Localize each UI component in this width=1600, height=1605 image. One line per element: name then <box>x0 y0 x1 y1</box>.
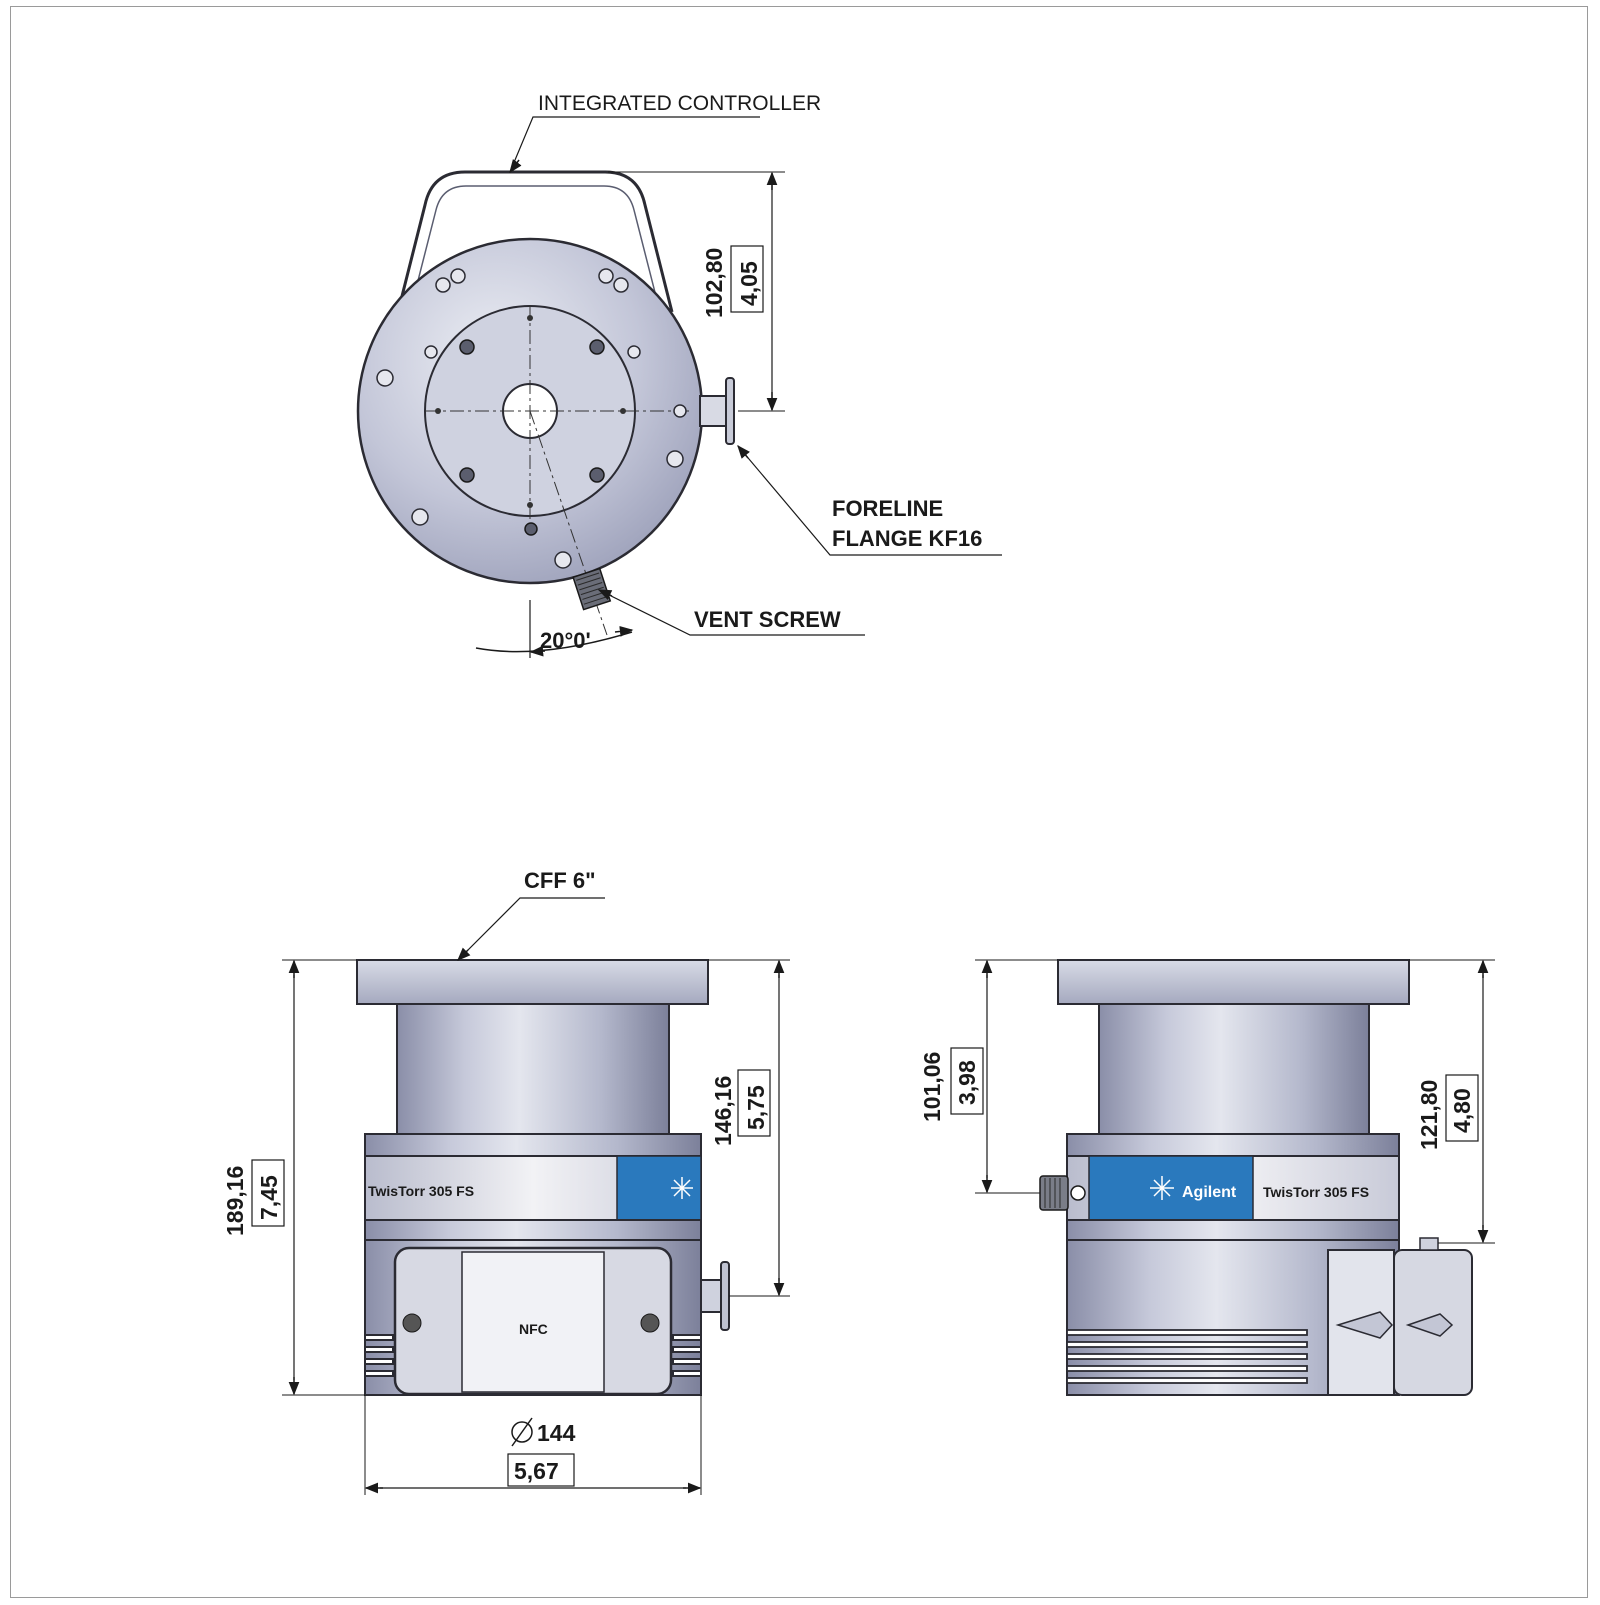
front-total-in: 7,45 <box>256 1175 282 1220</box>
agilent-spark-icon <box>671 1177 693 1199</box>
vent-screw-label: VENT SCREW <box>694 607 841 632</box>
top-view <box>356 116 1002 658</box>
cooling-fins-right <box>672 1334 702 1377</box>
cff-flange <box>356 959 709 1005</box>
angle-label: 20°0' <box>540 628 591 653</box>
brand-name: Agilent <box>1182 1184 1237 1201</box>
side-view <box>950 959 1495 1396</box>
sheet-border <box>10 6 1588 1598</box>
integrated-controller-label: INTEGRATED CONTROLLER <box>538 92 821 115</box>
side-right-in: 4,80 <box>1449 1088 1475 1133</box>
front-flange-mm: 146,16 <box>710 1076 736 1146</box>
front-view <box>251 897 790 1495</box>
front-model-text: TwisTorr 305 FS <box>368 1183 474 1199</box>
agilent-logo-icon <box>1150 1176 1174 1200</box>
foreline-flange <box>725 377 735 445</box>
front-total-mm: 189,16 <box>222 1166 248 1236</box>
controller-handle <box>396 170 674 313</box>
cooling-fins-left <box>364 1334 394 1377</box>
diameter-in: 5,67 <box>514 1458 559 1484</box>
diameter-symbol-icon <box>511 1421 533 1443</box>
side-model-text: TwisTorr 305 FS <box>1263 1184 1369 1200</box>
foreline-label-line1: FORELINE <box>832 496 943 521</box>
vent-leader <box>598 589 865 636</box>
controller-leader <box>509 116 760 173</box>
side-left-in: 3,98 <box>954 1060 980 1105</box>
foreline-leader <box>737 445 1002 556</box>
top-height-in: 4,05 <box>736 261 762 306</box>
nfc-text: NFC <box>519 1321 548 1337</box>
foreline-label-line2: FLANGE KF16 <box>832 526 982 551</box>
top-height-mm: 102,80 <box>701 248 727 318</box>
front-flange-in: 5,75 <box>743 1085 769 1130</box>
cff-label: CFF 6" <box>524 868 596 893</box>
side-left-mm: 101,06 <box>919 1052 945 1122</box>
diameter-mm: 144 <box>537 1420 576 1446</box>
side-cooling-fins <box>1066 1329 1308 1384</box>
side-right-mm: 121,80 <box>1416 1080 1442 1150</box>
